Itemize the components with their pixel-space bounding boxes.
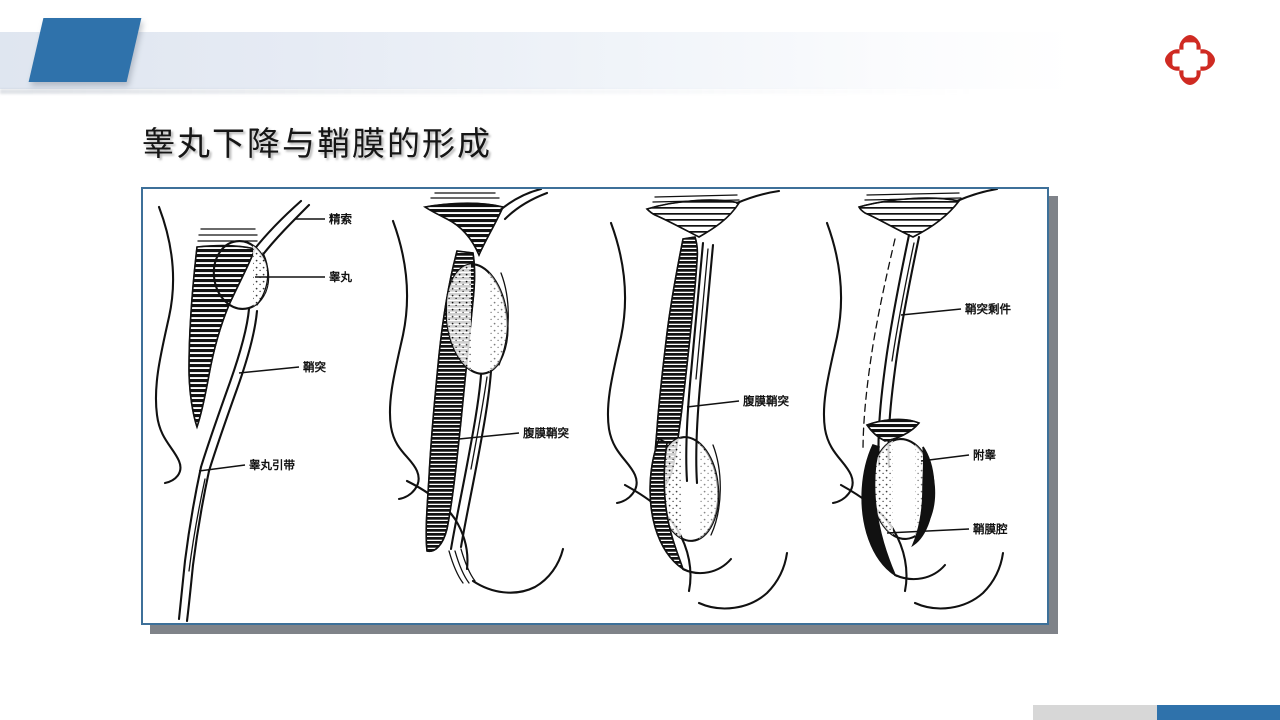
label-text: 鞘突 <box>303 360 326 374</box>
page-title: 睾丸下降与鞘膜的形成 <box>142 127 492 163</box>
header-blue-parallelogram <box>28 18 142 82</box>
label-text: 腹膜鞘突 <box>523 426 569 440</box>
label-text: 睾丸引带 <box>249 458 295 472</box>
label-text: 鞘膜腔 <box>973 522 1008 536</box>
panel-4-label-2: 附睾 <box>920 448 996 462</box>
anatomy-illustration: 精索 睾丸 鞘突 睾丸引带 <box>154 189 1011 623</box>
panel-4-label-3: 鞘膜腔 <box>886 522 1008 536</box>
panel-1-label-4: 睾丸引带 <box>198 458 295 472</box>
red-clover-cross-medical-logo-icon <box>1163 33 1217 87</box>
panel-4-illustration: 鞘突剩件 附睾 鞘膜腔 <box>822 189 1011 610</box>
header-gradient-band <box>0 32 1075 89</box>
header-band-shadow <box>0 89 1060 94</box>
label-text: 睾丸 <box>329 270 352 284</box>
panel-2-illustration: 腹膜鞘突 <box>388 189 569 594</box>
label-text: 精索 <box>329 212 352 226</box>
panel-1-label-2: 睾丸 <box>255 270 352 284</box>
panel-1-label-1: 精索 <box>295 212 352 226</box>
panel-2-label-1: 腹膜鞘突 <box>458 426 569 440</box>
panel-4-label-1: 鞘突剩件 <box>900 302 1011 316</box>
label-text: 腹膜鞘突 <box>743 394 789 408</box>
panel-1-label-3: 鞘突 <box>238 360 326 374</box>
panel-1-illustration: 精索 睾丸 鞘突 睾丸引带 <box>154 199 352 623</box>
label-text: 附睾 <box>973 448 996 462</box>
footer-gray-bar <box>1033 705 1157 720</box>
panel-3-illustration: 腹膜鞘突 <box>606 189 789 610</box>
label-text: 鞘突剩件 <box>965 302 1011 316</box>
figure-frame: 精索 睾丸 鞘突 睾丸引带 <box>141 187 1049 625</box>
panel-3-label-1: 腹膜鞘突 <box>686 394 789 408</box>
footer-blue-bar <box>1157 705 1280 720</box>
